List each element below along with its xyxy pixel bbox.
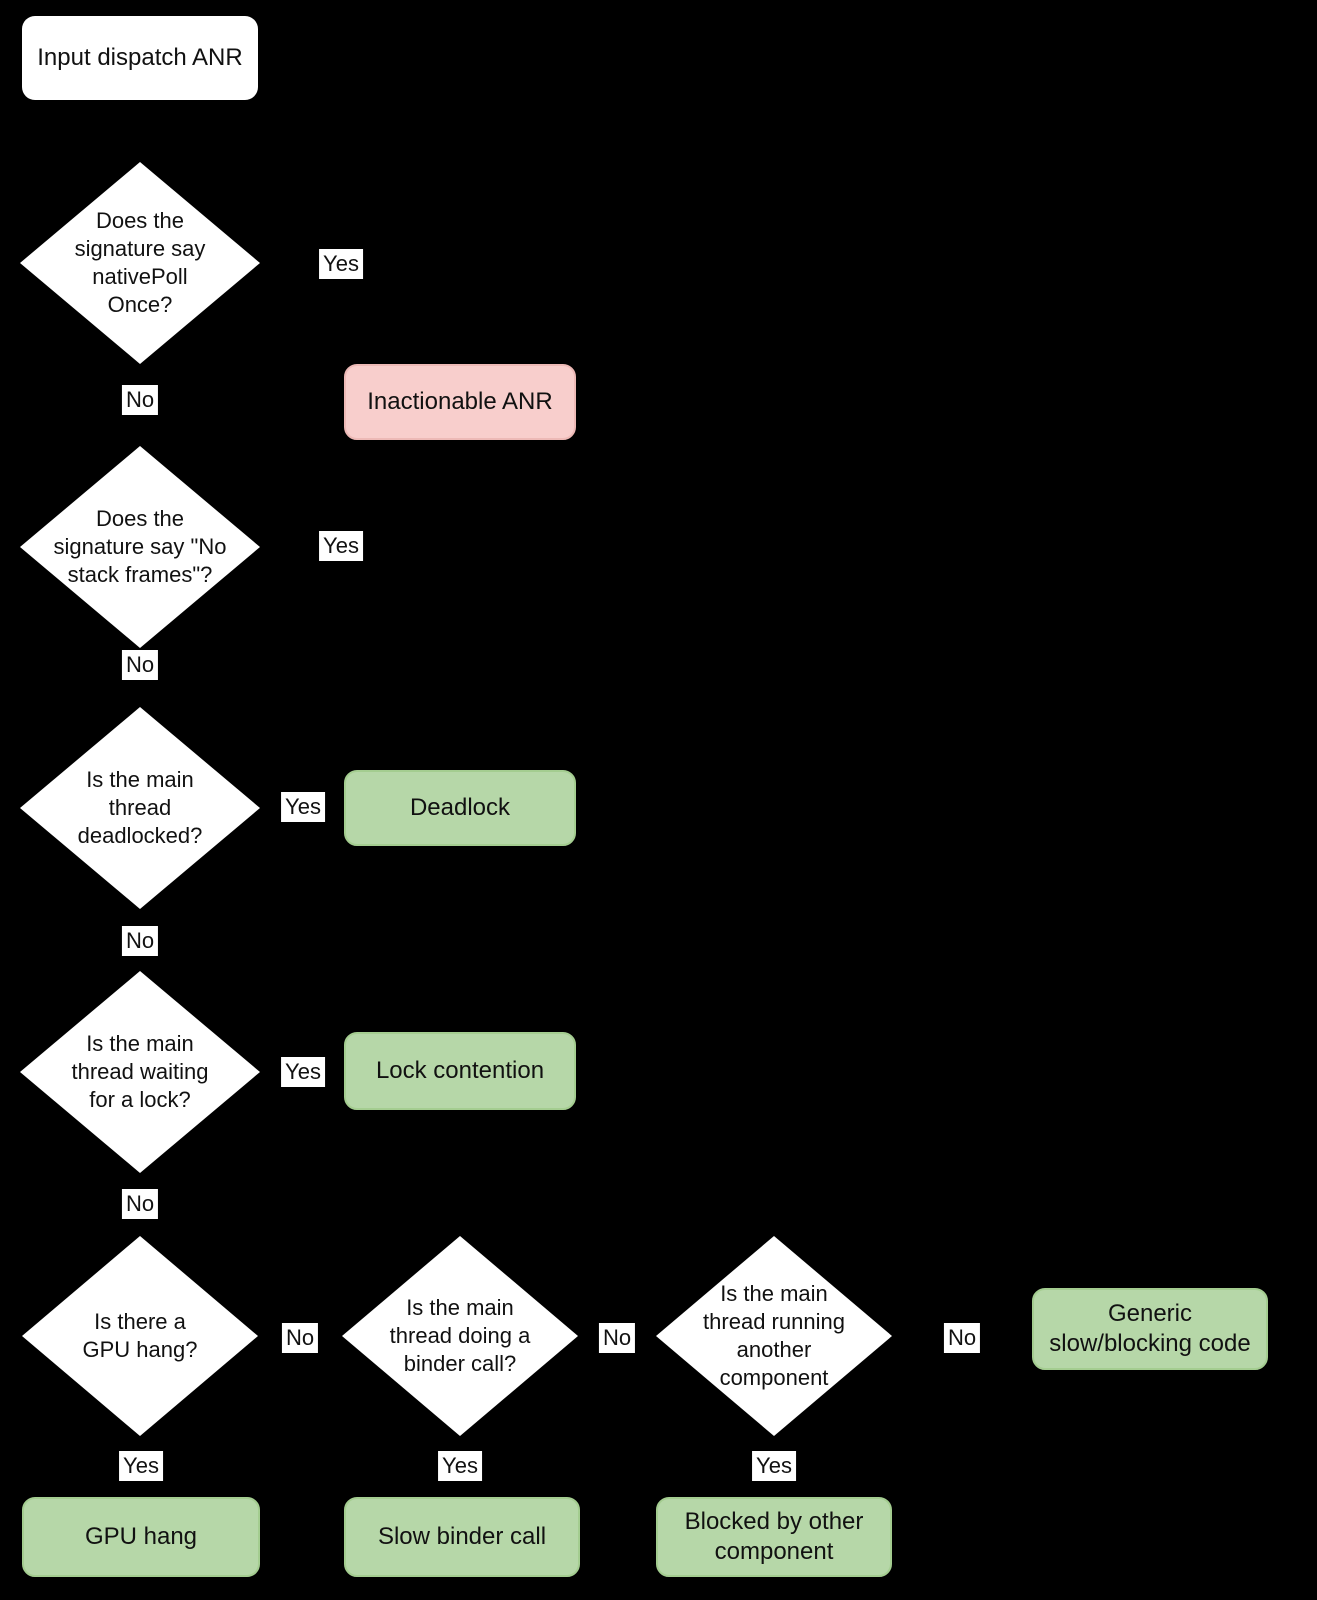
edge-label-binder-yes: Yes [438,1451,482,1481]
decision-running-other-component-label: Is the main thread running another compo… [703,1281,845,1390]
node-start: Input dispatch ANR [22,16,258,100]
decision-main-thread-deadlocked: Is the main thread deadlocked? [20,707,260,909]
outcome-deadlock: Deadlock [344,770,576,846]
decision-native-poll-once: Does the signature say nativePoll Once? [20,162,260,364]
outcome-lock-contention-label: Lock contention [375,1057,545,1084]
edge-label-waiting-lock-yes: Yes [281,1057,325,1087]
edge-label-no-stack-no: No [121,650,159,680]
decision-waiting-for-lock: Is the main thread waiting for a lock? [20,971,260,1173]
outcome-inactionable-anr-label: Inactionable ANR [367,388,553,415]
decision-binder-call: Is the main thread doing a binder call? [342,1236,578,1436]
edge-label-component-no: No [943,1323,981,1353]
edge-label-deadlocked-no: No [121,926,159,956]
node-start-label: Input dispatch ANR [37,44,243,71]
decision-no-stack-frames: Does the signature say "No stack frames"… [20,446,260,648]
edge-label-deadlocked-yes: Yes [281,792,325,822]
outcome-gpu-hang-label: GPU hang [84,1523,198,1550]
edge-label-waiting-lock-no: No [121,1189,159,1219]
edge-label-gpu-yes: Yes [119,1451,163,1481]
edge-label-native-poll-yes: Yes [319,249,363,279]
decision-native-poll-once-label: Does the signature say nativePoll Once? [74,208,206,317]
outcome-generic-slow-blocking-label: Generic slow/blocking code [1049,1300,1251,1357]
decision-no-stack-frames-label: Does the signature say "No stack frames"… [53,506,227,587]
outcome-slow-binder-call: Slow binder call [344,1497,580,1577]
decision-waiting-for-lock-label: Is the main thread waiting for a lock? [71,1031,209,1112]
outcome-generic-slow-blocking: Generic slow/blocking code [1032,1288,1268,1370]
edge-label-binder-no: No [598,1323,636,1353]
outcome-inactionable-anr: Inactionable ANR [344,364,576,440]
decision-main-thread-deadlocked-label: Is the main thread deadlocked? [77,767,203,848]
edge-label-component-yes: Yes [752,1451,796,1481]
outcome-lock-contention: Lock contention [344,1032,576,1110]
outcome-deadlock-label: Deadlock [409,794,511,821]
decision-running-other-component: Is the main thread running another compo… [656,1236,892,1436]
edge-label-no-stack-yes: Yes [319,531,363,561]
decision-binder-call-label: Is the main thread doing a binder call? [389,1295,531,1376]
edge-label-native-poll-no: No [121,385,159,415]
outcome-gpu-hang: GPU hang [22,1497,260,1577]
edge-label-gpu-no: No [281,1323,319,1353]
outcome-blocked-by-other-component-label: Blocked by other component [684,1508,864,1565]
outcome-blocked-by-other-component: Blocked by other component [656,1497,892,1577]
decision-gpu-hang-label: Is there a GPU hang? [82,1309,198,1362]
decision-gpu-hang: Is there a GPU hang? [22,1236,258,1436]
outcome-slow-binder-call-label: Slow binder call [377,1523,547,1550]
